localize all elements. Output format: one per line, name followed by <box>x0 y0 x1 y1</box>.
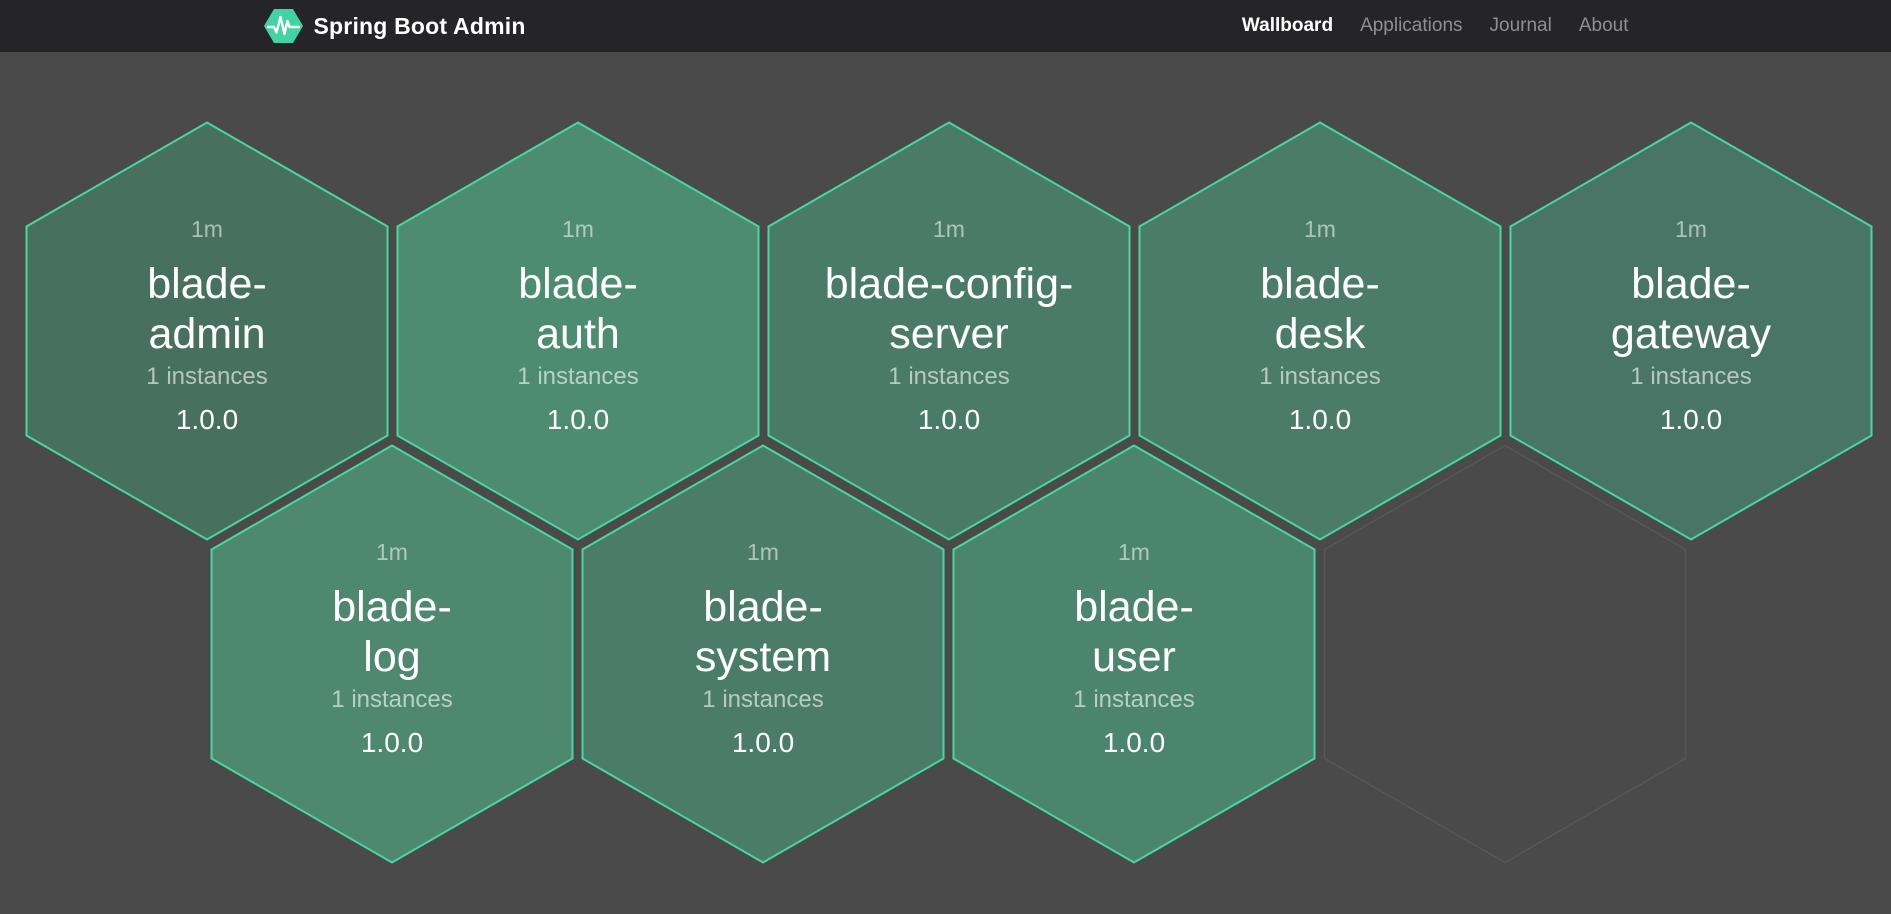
top-navbar: Spring Boot Admin Wallboard Applications… <box>0 0 1891 52</box>
instances-count: 1 instances <box>331 686 453 713</box>
application-name: blade-gateway <box>1610 260 1772 358</box>
application-hex-blade-user[interactable]: 1m blade-user 1 instances 1.0.0 <box>952 444 1316 864</box>
application-hex-blade-admin[interactable]: 1m blade-admin 1 instances 1.0.0 <box>25 121 389 541</box>
nav-links: Wallboard Applications Journal About <box>1242 15 1629 37</box>
uptime-label: 1m <box>1675 216 1707 242</box>
brand-link[interactable]: Spring Boot Admin <box>263 8 526 44</box>
uptime-label: 1m <box>1304 216 1336 242</box>
hexagon-shape <box>581 444 945 864</box>
version-label: 1.0.0 <box>1288 404 1352 435</box>
instances-count: 1 instances <box>1073 686 1195 713</box>
application-name: blade-auth <box>518 260 638 358</box>
hexagon-shape <box>767 121 1131 541</box>
application-name: blade-log <box>332 583 452 681</box>
version-label: 1.0.0 <box>1102 727 1166 758</box>
version-label: 1.0.0 <box>546 404 610 435</box>
hex-content: 1m blade-system 1 instances 1.0.0 <box>581 444 945 864</box>
empty-hex-placeholder <box>1323 444 1687 864</box>
hexagon-shape <box>210 444 574 864</box>
application-hex-blade-desk[interactable]: 1m blade-desk 1 instances 1.0.0 <box>1138 121 1502 541</box>
instances-count: 1 instances <box>1630 363 1752 390</box>
version-label: 1.0.0 <box>917 404 981 435</box>
instances-count: 1 instances <box>146 363 268 390</box>
uptime-label: 1m <box>747 539 779 565</box>
version-label: 1.0.0 <box>731 727 795 758</box>
hex-content: 1m blade-user 1 instances 1.0.0 <box>952 444 1316 864</box>
hexagon-shape <box>1323 444 1687 864</box>
application-name: blade-user <box>1074 583 1194 681</box>
version-label: 1.0.0 <box>1659 404 1723 435</box>
instances-count: 1 instances <box>702 686 824 713</box>
uptime-label: 1m <box>191 216 223 242</box>
navbar-container: Spring Boot Admin Wallboard Applications… <box>263 0 1629 52</box>
hex-content: 1m blade-admin 1 instances 1.0.0 <box>25 121 389 541</box>
nav-link-journal[interactable]: Journal <box>1489 15 1552 36</box>
version-label: 1.0.0 <box>175 404 239 435</box>
application-hex-blade-gateway[interactable]: 1m blade-gateway 1 instances 1.0.0 <box>1509 121 1873 541</box>
hexagon-shape <box>1509 121 1873 541</box>
hex-content: 1m blade-desk 1 instances 1.0.0 <box>1138 121 1502 541</box>
uptime-label: 1m <box>562 216 594 242</box>
application-hex-blade-config-server[interactable]: 1m blade-config-server 1 instances 1.0.0 <box>767 121 1131 541</box>
nav-link-applications[interactable]: Applications <box>1360 15 1463 36</box>
application-hex-blade-system[interactable]: 1m blade-system 1 instances 1.0.0 <box>581 444 945 864</box>
instances-count: 1 instances <box>1259 363 1381 390</box>
uptime-label: 1m <box>376 539 408 565</box>
hexagon-shape <box>396 121 760 541</box>
application-name: blade-desk <box>1260 260 1380 358</box>
hex-content: 1m blade-gateway 1 instances 1.0.0 <box>1509 121 1873 541</box>
nav-link-about[interactable]: About <box>1578 15 1629 36</box>
hexagon-shape <box>952 444 1316 864</box>
uptime-label: 1m <box>933 216 965 242</box>
hex-content: 1m blade-config-server 1 instances 1.0.0 <box>767 121 1131 541</box>
uptime-label: 1m <box>1118 539 1150 565</box>
application-name: blade-system <box>694 583 832 681</box>
nav-link-wallboard[interactable]: Wallboard <box>1241 15 1334 36</box>
hexagon-shape <box>25 121 389 541</box>
application-hex-blade-log[interactable]: 1m blade-log 1 instances 1.0.0 <box>210 444 574 864</box>
wallboard: 1m blade-admin 1 instances 1.0.0 1m blad… <box>0 52 1891 914</box>
application-hex-blade-auth[interactable]: 1m blade-auth 1 instances 1.0.0 <box>396 121 760 541</box>
hex-content: 1m blade-auth 1 instances 1.0.0 <box>396 121 760 541</box>
application-name: blade-config-server <box>824 260 1074 358</box>
instances-count: 1 instances <box>517 363 639 390</box>
hexagon-shape <box>1138 121 1502 541</box>
hex-content: 1m blade-log 1 instances 1.0.0 <box>210 444 574 864</box>
version-label: 1.0.0 <box>360 727 424 758</box>
instances-count: 1 instances <box>888 363 1010 390</box>
brand-title: Spring Boot Admin <box>313 12 526 39</box>
application-name: blade-admin <box>147 260 267 358</box>
spring-boot-admin-logo-icon <box>263 9 303 43</box>
